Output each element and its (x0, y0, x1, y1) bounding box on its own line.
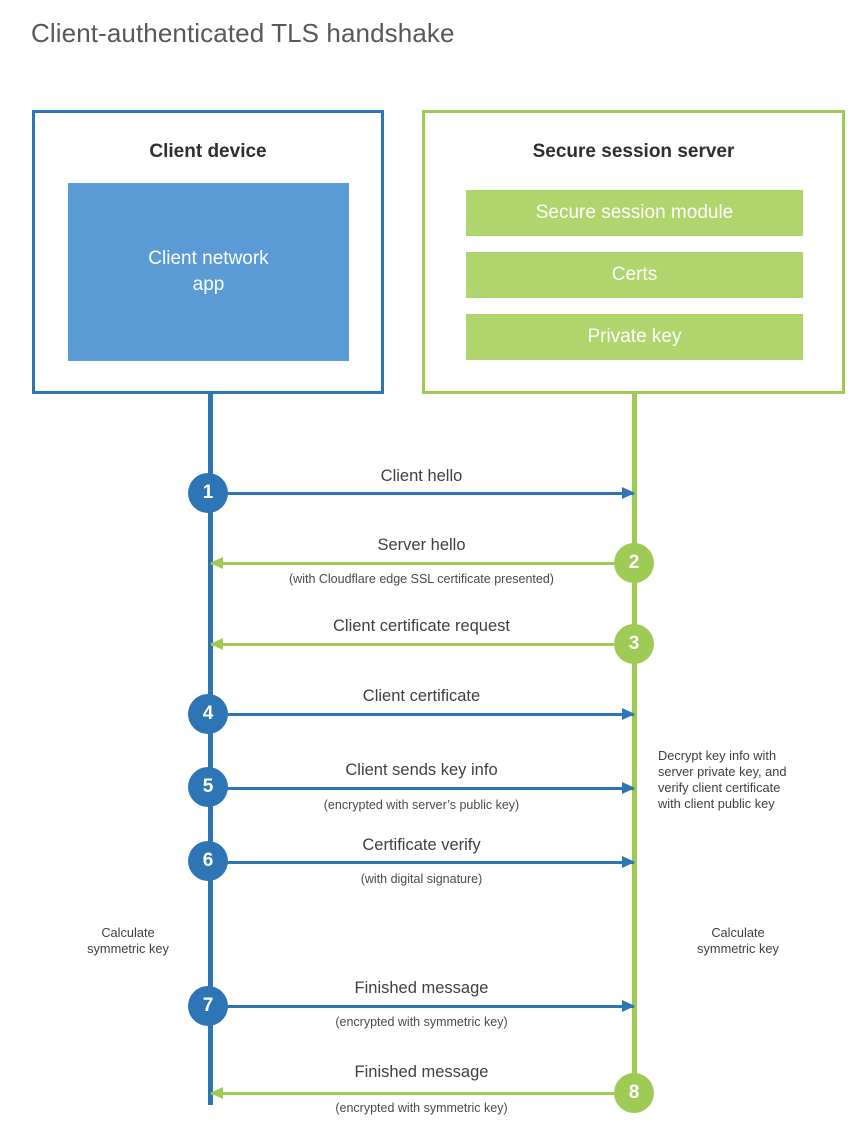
server-decrypt-note-line2: server private key, and (658, 764, 787, 779)
server-calc-note-line1: Calculate (711, 925, 765, 940)
step-6-label: Certificate verify (362, 836, 481, 854)
client-network-app-block: Client network app (68, 183, 349, 361)
step-5-arrow (213, 782, 635, 794)
client-network-app-label: Client network app (148, 246, 268, 298)
client-lifeline (208, 393, 213, 1105)
step-8-sublabel: (encrypted with symmetric key) (335, 1101, 508, 1115)
step-node-7[interactable]: 7 (188, 986, 228, 1026)
server-calc-note-line2: symmetric key (697, 941, 779, 956)
arrow-head-icon (622, 708, 635, 720)
step-6-sublabel: (with digital signature) (360, 872, 483, 886)
step-6-arrow (213, 856, 635, 868)
server-decrypt-note-line3: verify client certificate (658, 780, 781, 795)
client-app-label-line2: app (192, 274, 225, 295)
step-node-4[interactable]: 4 (188, 694, 228, 734)
step-node-6[interactable]: 6 (188, 841, 228, 881)
step-node-2[interactable]: 2 (614, 543, 654, 583)
arrow-head-icon (622, 782, 635, 794)
step-node-3[interactable]: 3 (614, 624, 654, 664)
step-8-label: Finished message (354, 1063, 489, 1081)
server-component-label: Certs (611, 264, 658, 285)
server-calculate-symmetric-key-note: Calculate symmetric key (658, 925, 818, 957)
step-1-label: Client hello (380, 467, 463, 485)
arrow-head-icon (622, 1000, 635, 1012)
secure-session-server-box: Secure session server Secure session mod… (422, 110, 845, 394)
step-1-arrow (213, 487, 635, 499)
page-title: Client-authenticated TLS handshake (31, 18, 455, 48)
client-app-label-line1: Client network (148, 248, 269, 269)
step-5-sublabel: (encrypted with server’s public key) (323, 798, 520, 812)
arrow-head-icon (210, 1087, 223, 1099)
step-4-label: Client certificate (362, 687, 481, 705)
server-decrypt-note-line1: Decrypt key info with (658, 748, 777, 763)
step-7-arrow (213, 1000, 635, 1012)
step-4-arrow (213, 708, 635, 720)
step-7-label: Finished message (354, 979, 489, 997)
step-3-label: Client certificate request (333, 617, 510, 635)
server-lifeline (632, 393, 637, 1105)
server-component-label: Secure session module (535, 202, 734, 223)
server-component-secure-session-module: Secure session module (466, 190, 803, 236)
step-2-arrow (210, 557, 632, 569)
secure-session-server-title: Secure session server (532, 141, 735, 162)
step-node-1[interactable]: 1 (188, 473, 228, 513)
client-calc-note-line2: symmetric key (87, 941, 169, 956)
step-node-8[interactable]: 8 (614, 1073, 654, 1113)
step-3-arrow (210, 638, 632, 650)
step-7-sublabel: (encrypted with symmetric key) (335, 1015, 508, 1029)
client-calc-note-line1: Calculate (101, 925, 155, 940)
server-decrypt-note-line4: with client public key (658, 796, 775, 811)
arrow-head-icon (210, 638, 223, 650)
step-node-5[interactable]: 5 (188, 767, 228, 807)
step-2-sublabel: (with Cloudflare edge SSL certificate pr… (289, 572, 554, 586)
step-5-label: Client sends key info (345, 761, 498, 779)
server-decrypt-note: Decrypt key info with server private key… (658, 748, 838, 812)
step-2-label: Server hello (377, 536, 466, 554)
server-component-certs: Certs (466, 252, 803, 298)
server-component-private-key: Private key (466, 314, 803, 360)
client-device-box: Client device Client network app (32, 110, 384, 394)
server-component-label: Private key (587, 326, 682, 347)
client-device-title: Client device (149, 141, 267, 162)
step-8-arrow (210, 1087, 632, 1099)
arrow-head-icon (622, 856, 635, 868)
arrow-head-icon (622, 487, 635, 499)
client-calculate-symmetric-key-note: Calculate symmetric key (48, 925, 208, 957)
arrow-head-icon (210, 557, 223, 569)
